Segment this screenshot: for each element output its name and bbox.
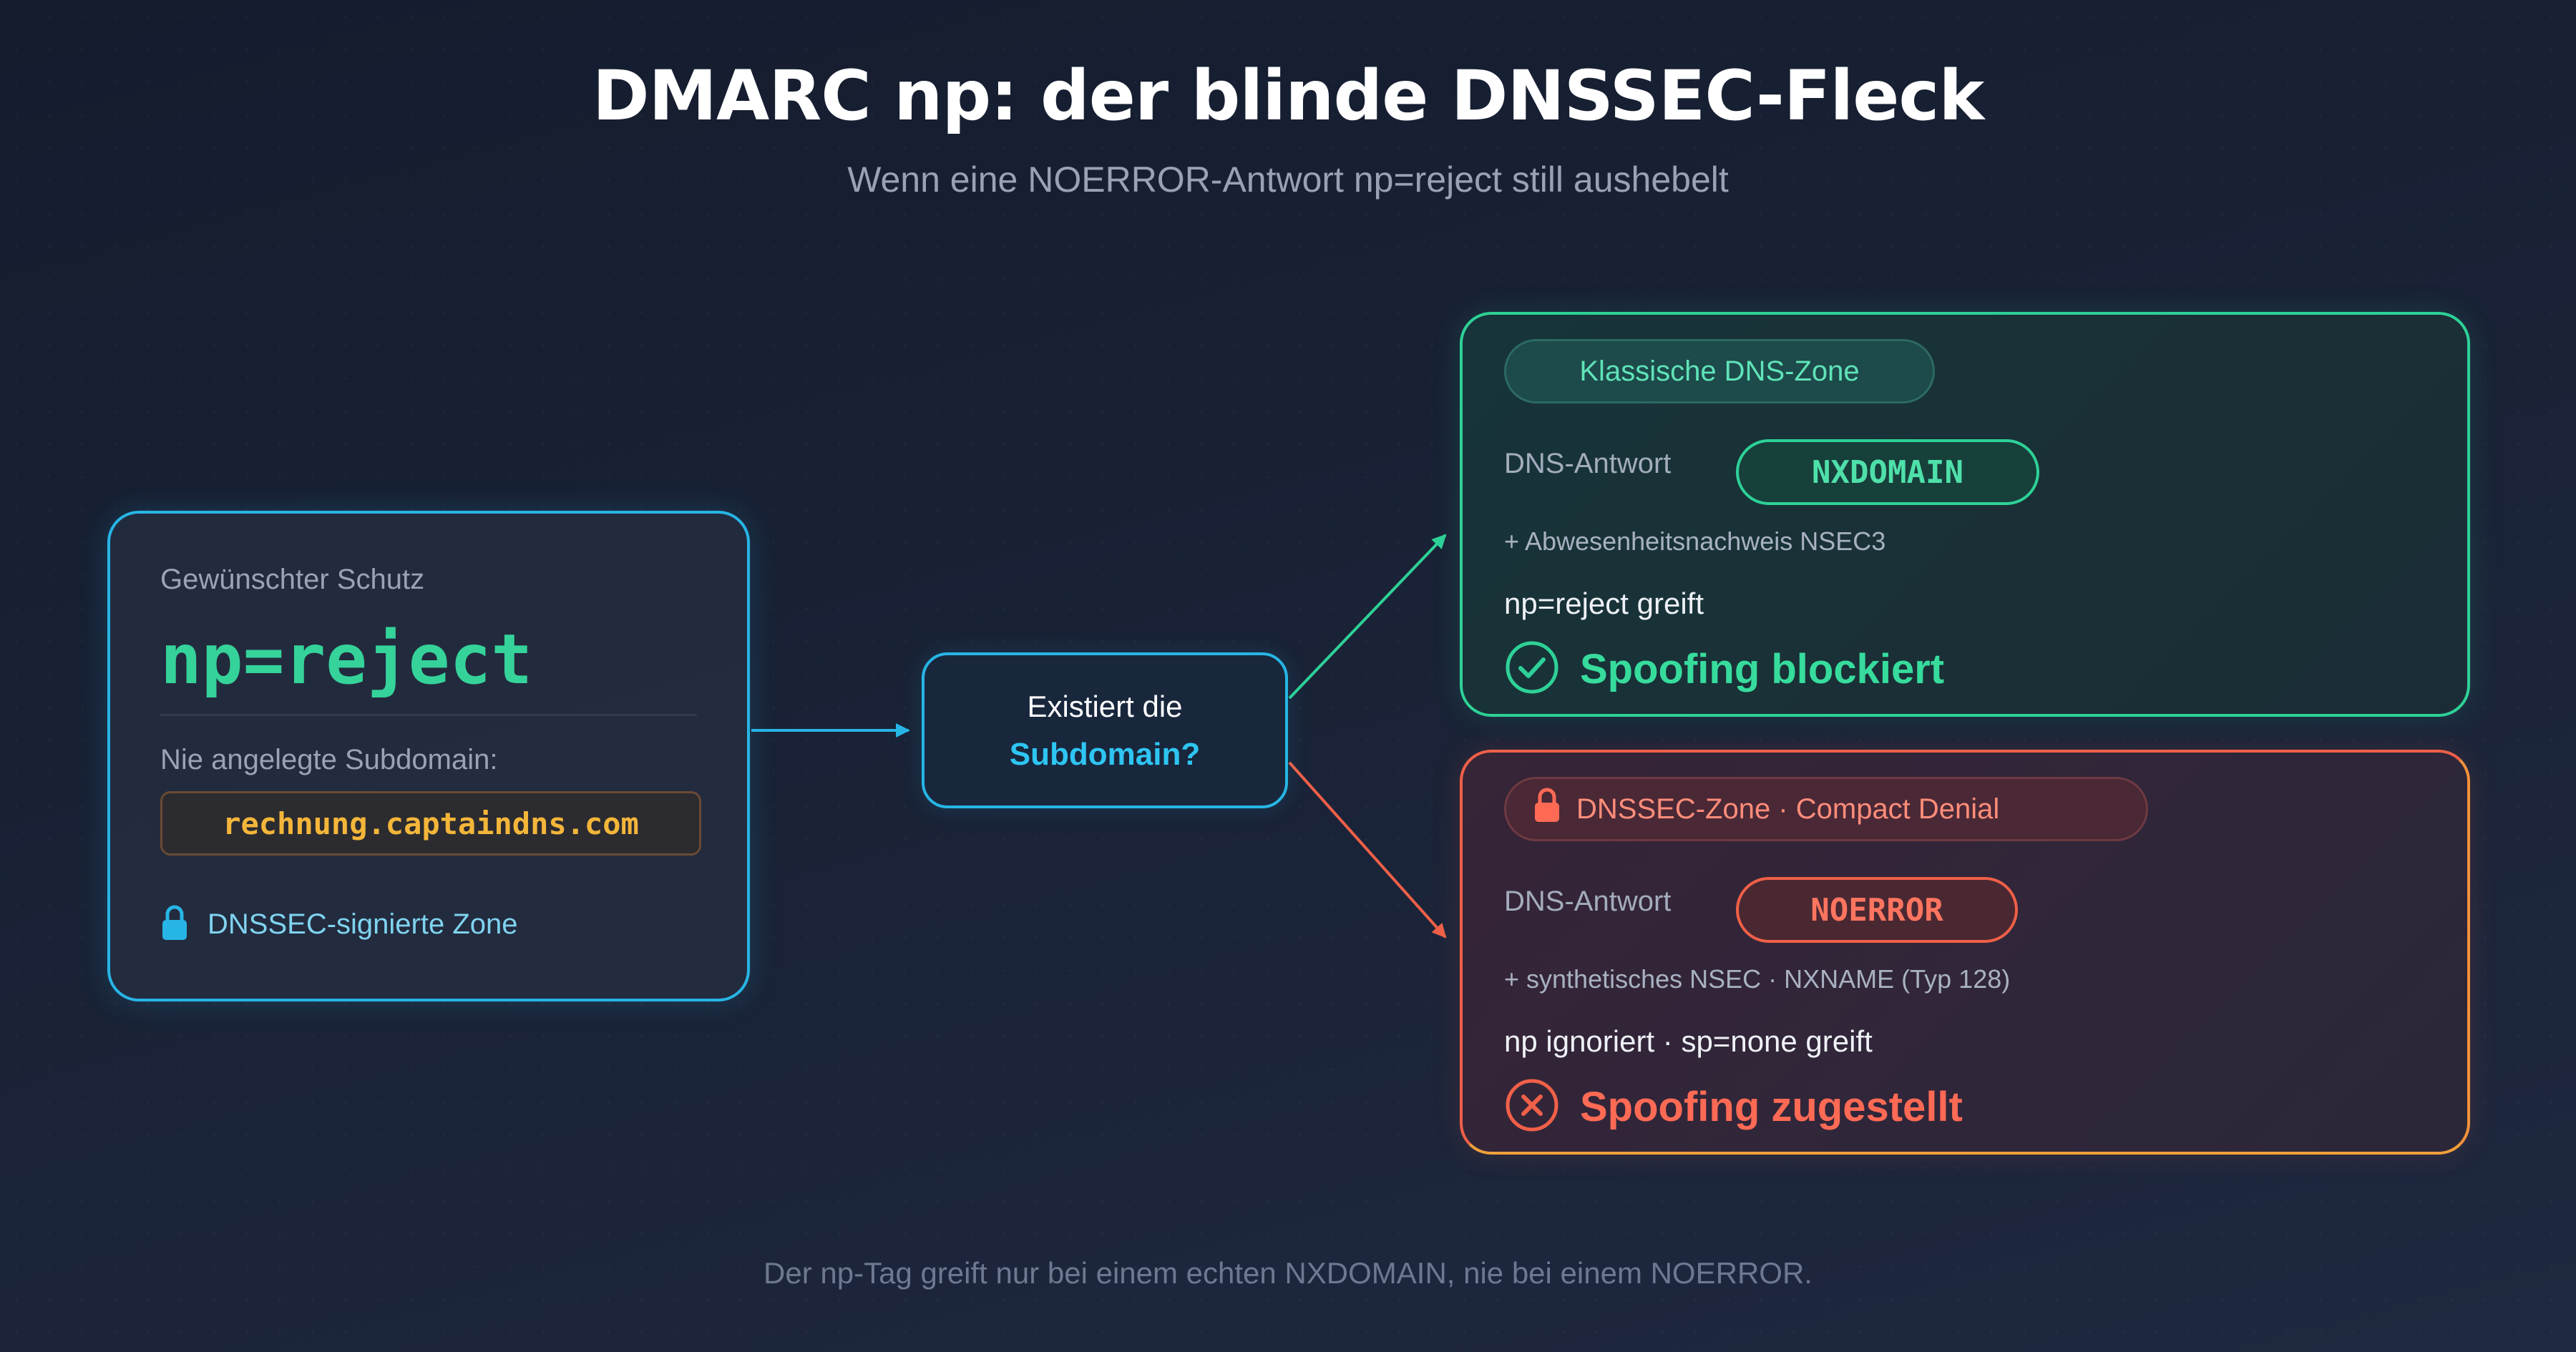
dnssec-zone-tag-label: DNSSEC-Zone · Compact Denial bbox=[1576, 793, 2000, 825]
decision-question-line1: Existiert die bbox=[1027, 690, 1183, 723]
x-circle-icon bbox=[1504, 1077, 1560, 1137]
page-subtitle: Wenn eine NOERROR-Antwort np=reject stil… bbox=[847, 160, 1729, 200]
dnssec-result: Spoofing zugestellt bbox=[1504, 1077, 1963, 1137]
classic-result-text: Spoofing blockiert bbox=[1580, 646, 1945, 692]
dnssec-effect: np ignoriert · sp=none greift bbox=[1504, 1024, 1873, 1058]
subdomain-label: Nie angelegte Subdomain: bbox=[160, 744, 498, 775]
classic-proof: + Abwesenheitsnachweis NSEC3 bbox=[1504, 526, 1886, 556]
dnssec-result-text: Spoofing zugestellt bbox=[1580, 1084, 1963, 1130]
classic-zone-tag: Klassische DNS-Zone bbox=[1504, 339, 1935, 403]
classic-response-label: DNS-Antwort bbox=[1504, 448, 1672, 479]
card-divider bbox=[160, 714, 697, 716]
decision-node: Existiert die Subdomain? bbox=[922, 652, 1288, 808]
classic-result: Spoofing blockiert bbox=[1504, 640, 1944, 699]
arrow-to-dnssec bbox=[1288, 761, 1447, 939]
policy-value: np=reject bbox=[160, 619, 533, 700]
arrow-to-classic bbox=[1288, 534, 1447, 700]
check-circle-icon bbox=[1504, 640, 1560, 699]
classic-response-badge: NXDOMAIN bbox=[1736, 439, 2039, 505]
classic-zone-card: Klassische DNS-Zone DNS-Antwort NXDOMAIN… bbox=[1460, 312, 2470, 717]
zone-label: DNSSEC-signierte Zone bbox=[208, 908, 518, 940]
zone-row: DNSSEC-signierte Zone bbox=[160, 904, 518, 945]
decision-question-line2: Subdomain? bbox=[1009, 737, 1201, 772]
subdomain-value: rechnung.captaindns.com bbox=[160, 791, 701, 856]
requested-protection-label: Gewünschter Schutz bbox=[160, 564, 425, 595]
page-title: DMARC np: der blinde DNSSEC-Fleck bbox=[592, 56, 1984, 136]
dnssec-zone-tag: DNSSEC-Zone · Compact Denial bbox=[1504, 777, 2148, 841]
footer-note: Der np-Tag greift nur bei einem echten N… bbox=[763, 1256, 1813, 1290]
lock-icon bbox=[160, 904, 189, 945]
lock-icon bbox=[1533, 788, 1561, 831]
dnssec-zone-card: DNSSEC-Zone · Compact Denial DNS-Antwort… bbox=[1460, 750, 2470, 1155]
classic-effect: np=reject greift bbox=[1504, 587, 1704, 620]
dnssec-response-badge: NOERROR bbox=[1736, 877, 2018, 943]
dnssec-response-label: DNS-Antwort bbox=[1504, 886, 1672, 917]
dnssec-proof: + synthetisches NSEC · NXNAME (Typ 128) bbox=[1504, 964, 2011, 994]
requested-protection-card: Gewünschter Schutz np=reject Nie angeleg… bbox=[107, 511, 750, 1001]
